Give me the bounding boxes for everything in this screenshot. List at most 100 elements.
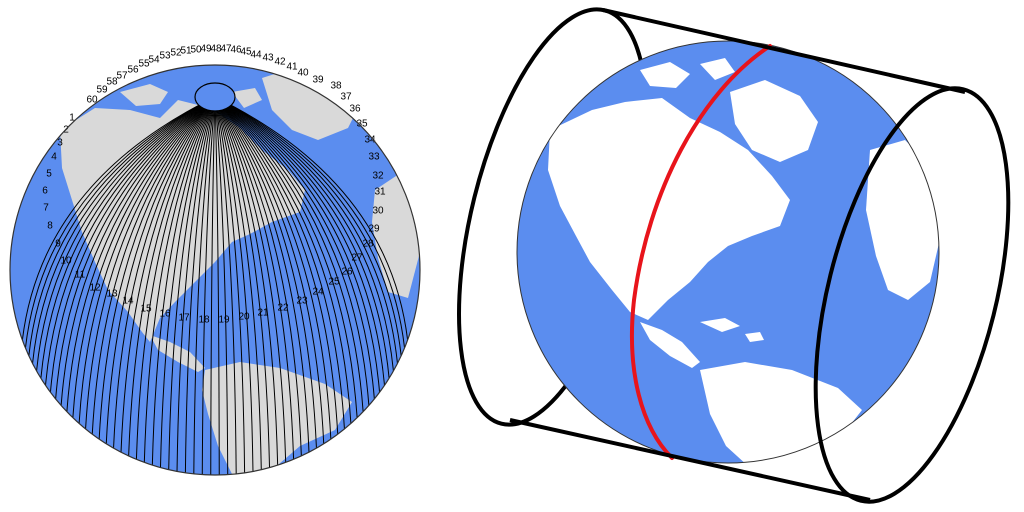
right-globe <box>457 7 1011 504</box>
zone-number-label: 4 <box>51 152 57 163</box>
zone-number-label: 19 <box>218 315 230 326</box>
zone-number-label: 48 <box>210 44 222 55</box>
meridian-line <box>66 96 216 412</box>
meridian-line <box>214 96 262 470</box>
meridian-line <box>193 96 216 474</box>
zone-number-label: 28 <box>362 239 374 250</box>
zone-number-label: 31 <box>374 187 386 198</box>
meridian-line <box>28 96 216 356</box>
zone-number-label: 12 <box>89 283 101 294</box>
north-pole-cap <box>194 82 236 112</box>
meridian-line <box>214 96 317 449</box>
meridian-line <box>21 96 216 341</box>
zone-number-label: 39 <box>312 75 324 86</box>
land-europe-africa-white <box>866 140 939 300</box>
meridian-line <box>214 96 332 440</box>
meridian-line <box>40 96 216 379</box>
meridian-line <box>214 96 254 472</box>
meridian-line <box>128 96 216 456</box>
meridian-line <box>113 96 216 449</box>
right-globe-land <box>548 58 939 463</box>
zone-number-label: 18 <box>198 315 210 326</box>
land-central-america <box>150 335 205 372</box>
zone-number-label: 15 <box>140 304 152 315</box>
zone-number-label: 43 <box>262 53 274 64</box>
meridian-line <box>105 96 216 444</box>
zone-number-label: 24 <box>312 287 324 298</box>
meridian-line <box>214 96 279 466</box>
meridian-line <box>214 96 364 412</box>
meridian-line <box>214 96 246 473</box>
zone-number-label: 56 <box>127 65 139 76</box>
zone-number-label: 13 <box>106 289 118 300</box>
meridian-line <box>135 96 216 460</box>
zone-number-label: 36 <box>349 104 361 115</box>
meridian-line <box>214 96 358 418</box>
zone-number-label: 20 <box>238 312 250 323</box>
zone-number-label: 45 <box>240 47 252 58</box>
meridian-line <box>210 96 216 475</box>
meridian-line <box>72 96 216 418</box>
zone-number-label: 14 <box>122 296 134 307</box>
meridian-line <box>214 96 220 475</box>
meridian-line <box>78 96 216 424</box>
meridian-line <box>214 96 406 349</box>
zone-number-label: 49 <box>200 44 212 55</box>
meridian-line <box>45 96 216 386</box>
zone-number-label: 35 <box>356 119 368 130</box>
zone-number-label: 26 <box>341 267 353 278</box>
zone-number-label: 27 <box>351 253 363 264</box>
meridian-line <box>214 96 229 475</box>
zone-number-label: 55 <box>138 59 150 70</box>
meridian-line <box>214 96 287 463</box>
right-globe-outline <box>516 40 940 464</box>
meridian-line <box>214 96 385 386</box>
meridian-line <box>184 96 216 473</box>
zone-number-label: 10 <box>60 256 72 267</box>
tangent-meridian-line <box>630 44 772 460</box>
zone-number-label: 58 <box>106 77 118 88</box>
meridian-line <box>151 96 216 466</box>
meridian-line <box>143 96 216 463</box>
zone-number-label: 29 <box>368 224 380 235</box>
meridian-line <box>176 96 216 472</box>
land-south-america <box>202 362 352 475</box>
zone-number-label: 54 <box>148 55 160 66</box>
zone-number-label: 46 <box>230 45 242 56</box>
land-central-america-white <box>640 322 700 368</box>
zone-number-label: 8 <box>47 221 53 232</box>
zone-number-label: 44 <box>250 50 262 61</box>
meridian-line <box>60 96 216 406</box>
zone-number-label: 3 <box>57 138 63 149</box>
meridian-line <box>168 96 216 470</box>
meridian-line <box>49 96 216 393</box>
land-north-america-white <box>548 98 790 320</box>
land-arctic-islands <box>120 84 262 108</box>
meridian-line <box>214 96 295 460</box>
meridian-lines <box>21 96 409 475</box>
meridian-line <box>214 96 375 400</box>
zone-number-label: 9 <box>55 239 61 250</box>
zone-number-label: 52 <box>170 48 182 59</box>
cylinder-front-rim <box>813 86 1011 504</box>
meridian-line <box>214 96 381 393</box>
meridian-line <box>214 96 271 468</box>
zone-number-label: 33 <box>368 152 380 163</box>
zone-number-label: 47 <box>220 44 232 55</box>
zone-number-label: 30 <box>372 206 384 217</box>
zone-number-label: 42 <box>274 57 286 68</box>
meridian-line <box>98 96 216 440</box>
zone-number-label: 11 <box>75 270 86 281</box>
zone-number-label: 17 <box>178 313 190 324</box>
zone-number-label: 21 <box>257 308 269 319</box>
zone-number-label: 60 <box>86 95 98 106</box>
land-arctic-islands-white <box>640 58 735 88</box>
meridian-line <box>214 96 370 406</box>
meridian-line <box>32 96 216 364</box>
zone-number-label: 5 <box>46 169 52 180</box>
zone-number-label: 7 <box>43 203 49 214</box>
meridian-line <box>214 96 352 424</box>
zone-number-label: 38 <box>330 81 342 92</box>
meridian-line <box>159 96 216 468</box>
